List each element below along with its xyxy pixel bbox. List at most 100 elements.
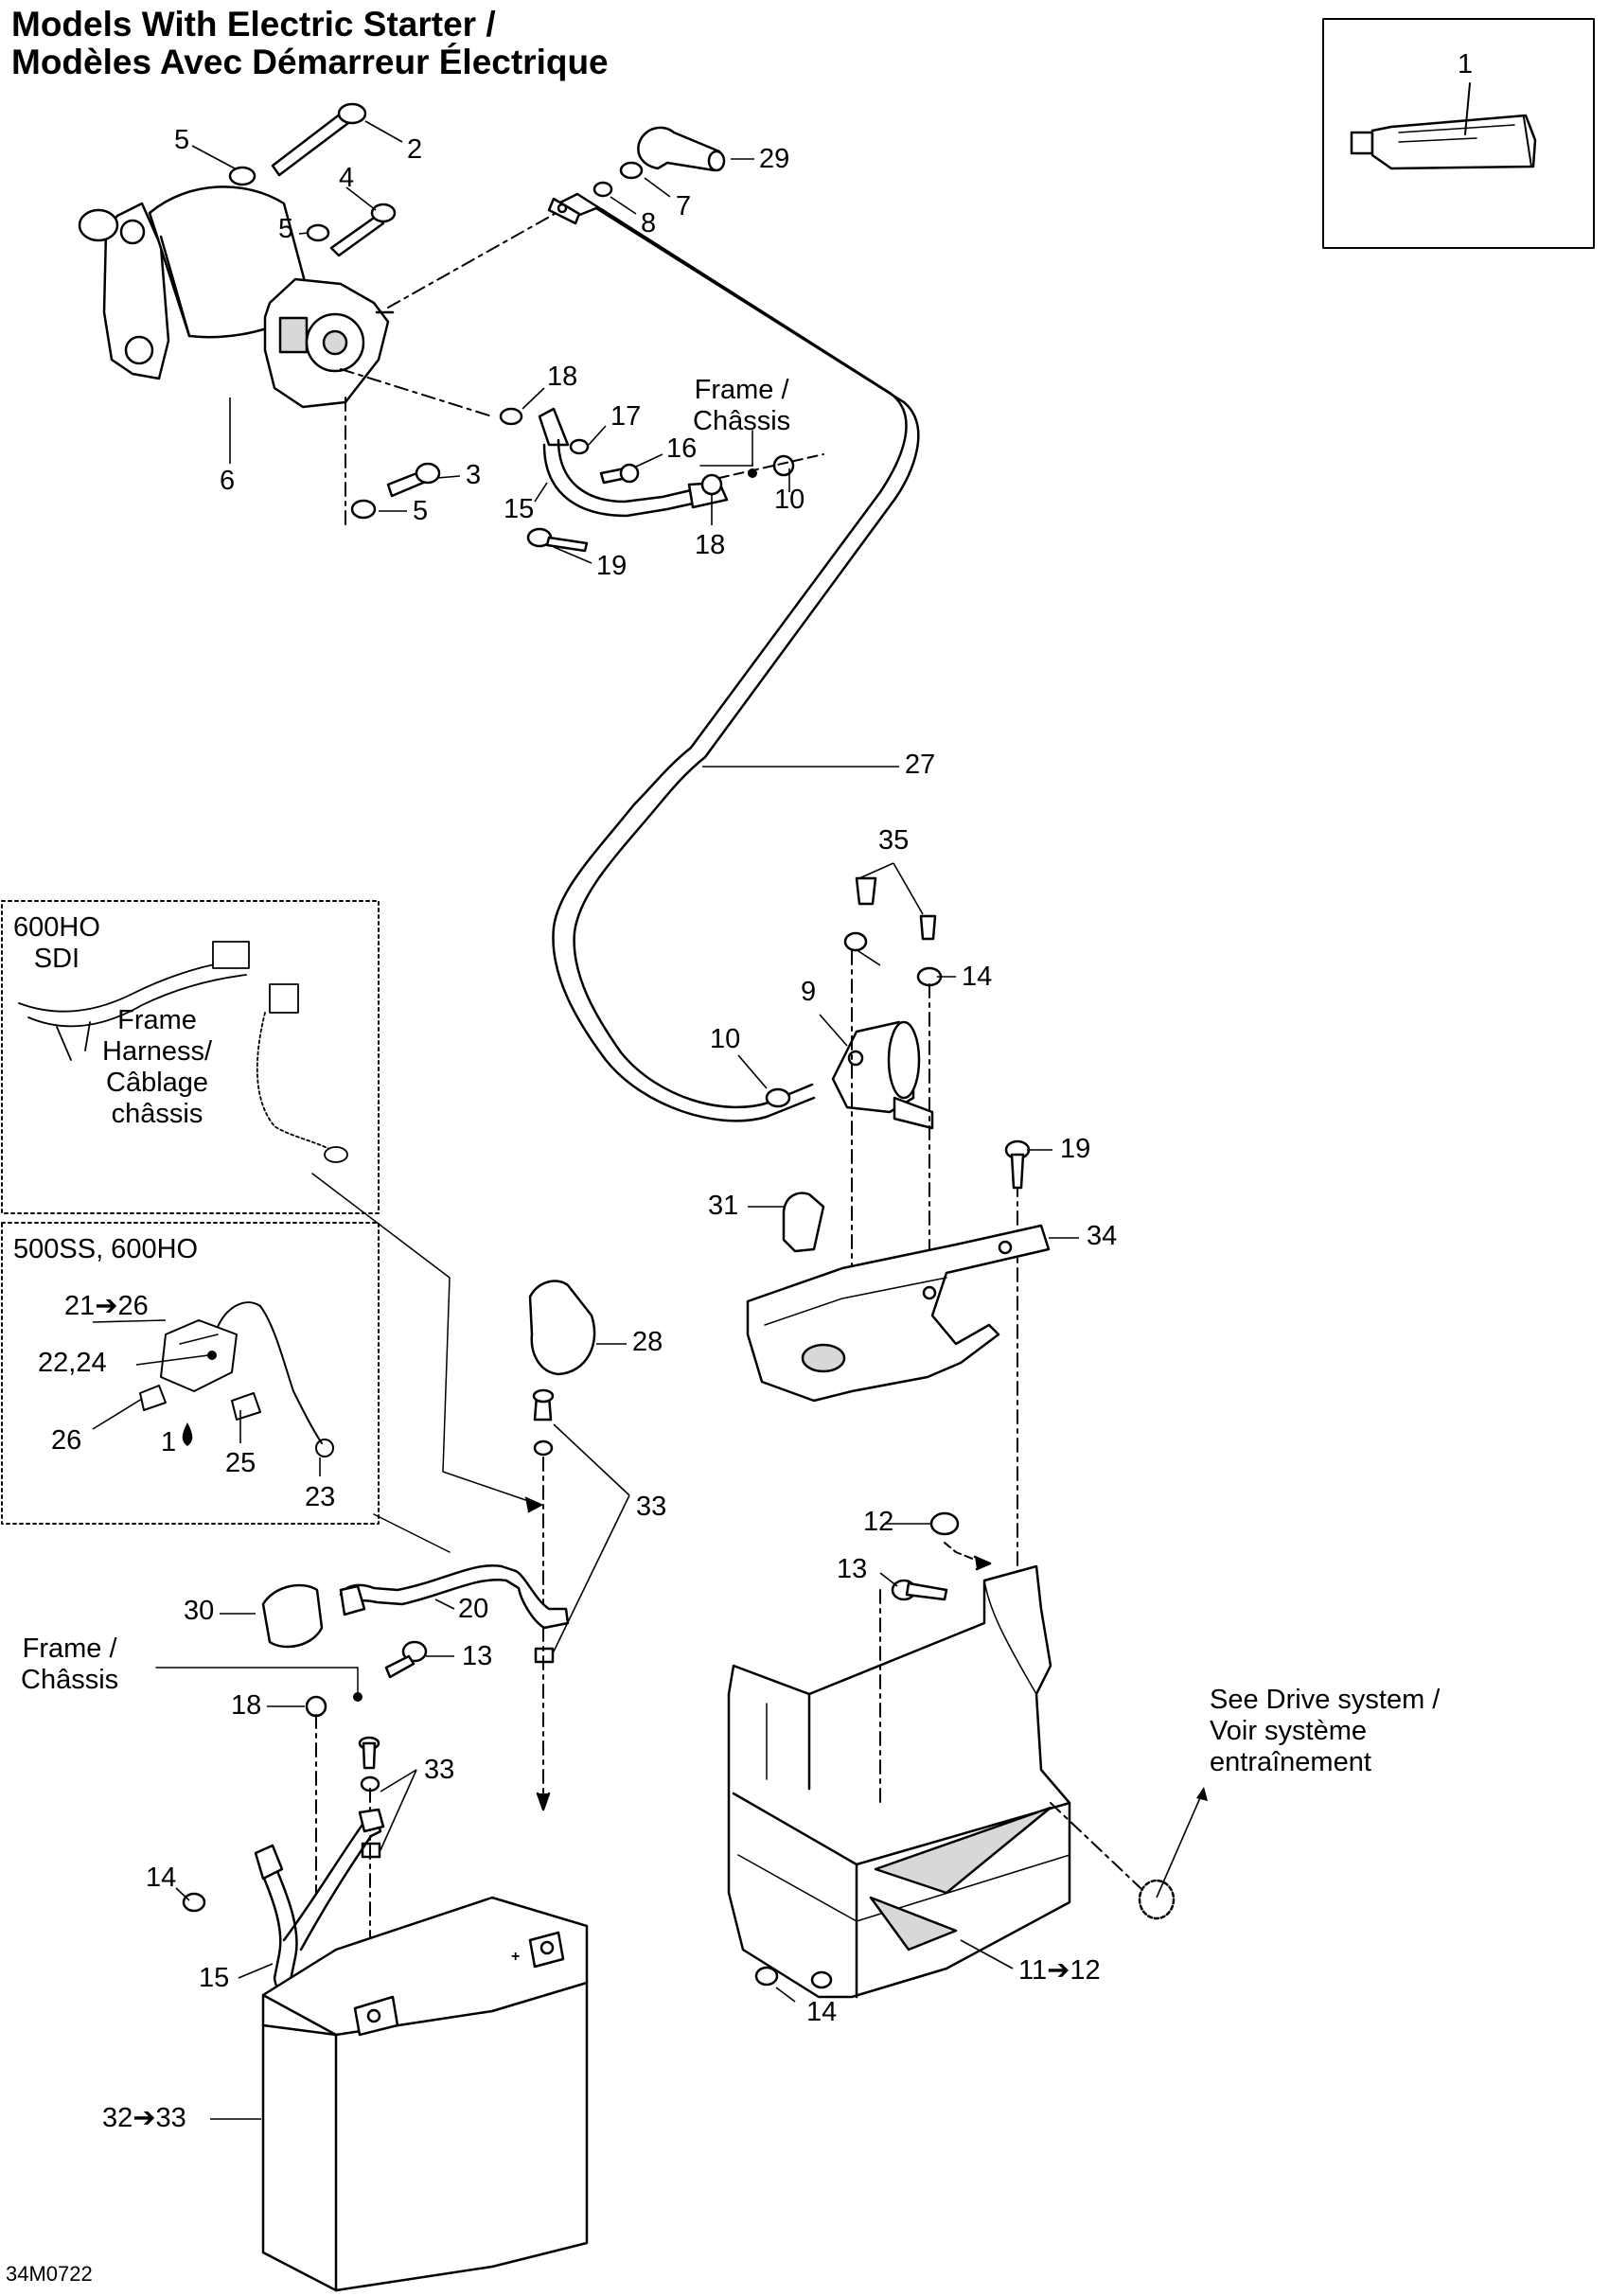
callout-part-10b: 10 — [710, 1024, 741, 1054]
callout-part-34: 34 — [1087, 1221, 1118, 1251]
callout-part-18b: 18 — [695, 530, 726, 560]
harness-note-line1: Frame — [117, 1005, 197, 1035]
nut-part-7 — [619, 161, 644, 180]
bolt-part-3 — [386, 462, 441, 498]
bolt-part-19a — [526, 527, 589, 553]
callout-part-12: 12 — [863, 1507, 894, 1537]
nut-part-10b — [765, 1087, 791, 1108]
bolt-part-19b — [1004, 1139, 1031, 1190]
tube-inset-frame — [1322, 18, 1595, 249]
inset-500ss-600ho-frame — [1, 1222, 380, 1525]
callout-part-16: 16 — [666, 433, 698, 464]
drive-system-note-line3: entraînement — [1210, 1747, 1371, 1777]
nut-part-10a — [772, 454, 795, 477]
callout-part-5a: 5 — [174, 125, 190, 155]
callout-part-10a: 10 — [774, 485, 805, 515]
negative-cable-part — [254, 1808, 385, 1997]
callout-part-35: 35 — [878, 825, 910, 856]
cap-part-35b — [919, 914, 937, 941]
callout-part-1: 1 — [1458, 49, 1474, 79]
drive-system-note: See Drive system / Voir système entraîne… — [1210, 1685, 1440, 1778]
solenoid-bracket-part — [746, 1224, 1051, 1403]
washer-part-5c — [350, 499, 377, 520]
frame-note-lower-line2: Châssis — [21, 1665, 119, 1695]
callout-part-25: 25 — [225, 1448, 256, 1478]
nut-part-14a — [843, 931, 868, 952]
callout-part-8: 8 — [641, 208, 657, 238]
callout-part-20: 20 — [458, 1594, 489, 1624]
bolt-part-33b — [358, 1736, 380, 1770]
boot-part-29 — [637, 126, 726, 172]
lubricant-drop-icon — [182, 1422, 193, 1446]
svg-text:+: + — [511, 1949, 520, 1965]
inset-model-label-line2: SDI — [33, 944, 80, 974]
terminal-boot-part-28 — [528, 1280, 596, 1376]
callout-part-14a: 14 — [962, 962, 993, 992]
callout-part-5b: 5 — [278, 214, 294, 244]
positive-cable-part — [339, 1563, 570, 1630]
callout-part-7: 7 — [676, 191, 692, 221]
drive-system-note-line2: Voir système — [1210, 1716, 1367, 1746]
callout-part-23: 23 — [305, 1482, 336, 1512]
callout-part-6: 6 — [220, 466, 236, 496]
callout-part-32: 32➔33 — [102, 2103, 186, 2133]
bolt-part-4 — [329, 203, 397, 257]
callout-part-15b: 15 — [199, 1963, 230, 1993]
callout-part-17: 17 — [610, 401, 642, 432]
callout-part-1b: 1 — [161, 1427, 177, 1457]
bolt-part-33a — [532, 1388, 555, 1422]
washer-part-8 — [592, 181, 613, 198]
frame-note-upper-line2: Châssis — [693, 406, 791, 436]
callout-part-30: 30 — [184, 1596, 215, 1626]
cap-part-35a — [855, 876, 877, 906]
drive-system-ref-part — [1138, 1879, 1176, 1920]
callout-part-19a: 19 — [596, 551, 628, 581]
lockwasher-part-18a — [499, 407, 523, 426]
callout-part-18c: 18 — [231, 1690, 262, 1721]
callout-part-15a: 15 — [504, 494, 535, 524]
diagram-reference-code: 34M0722 — [6, 2262, 93, 2286]
washer-part-17 — [569, 438, 590, 455]
callout-part-22: 22,24 — [38, 1348, 107, 1378]
bolt-part-16 — [599, 463, 640, 485]
harness-note: Frame Harness/ Câblage châssis — [102, 1005, 212, 1130]
inset-600ho-sdi-frame — [1, 900, 380, 1214]
harness-note-line3: Câblage — [106, 1068, 209, 1098]
bolt-part-13b — [891, 1579, 948, 1601]
diagram-title-english: Models With Electric Starter / — [11, 5, 496, 44]
callout-part-11: 11➔12 — [1018, 1955, 1101, 1986]
starter-motor-part — [78, 185, 395, 409]
inset-model-label-line1: 600HO — [13, 912, 100, 943]
callout-part-29: 29 — [759, 144, 790, 174]
washer-part-5a — [228, 166, 256, 186]
frame-note-lower-line1: Frame / — [22, 1634, 117, 1664]
callout-part-21: 21➔26 — [64, 1291, 149, 1321]
grease-tube-part — [1350, 114, 1537, 170]
callout-part-31: 31 — [708, 1191, 739, 1221]
callout-part-19b: 19 — [1060, 1134, 1091, 1164]
frame-harness-part — [18, 941, 348, 1163]
harness-note-line4: châssis — [111, 1099, 203, 1129]
drive-system-note-line1: See Drive system / — [1210, 1685, 1441, 1715]
callout-part-14b: 14 — [146, 1863, 177, 1893]
battery-cable-part — [547, 192, 920, 1122]
inset-model-label-600ho-sdi: 600HO SDI — [13, 912, 100, 975]
callout-part-33a: 33 — [636, 1492, 667, 1522]
battery-tray-part — [727, 1564, 1071, 1999]
nut-part-14d — [754, 1966, 779, 1987]
callout-part-2: 2 — [407, 134, 423, 165]
frame-note-upper: Frame / Châssis — [693, 375, 790, 437]
inset-model-label-500ss-600ho: 500SS, 600HO — [13, 1234, 199, 1264]
battery-part: + — [261, 1896, 589, 2292]
starwasher-part-18b — [700, 473, 723, 496]
callout-part-13b: 13 — [837, 1554, 868, 1584]
bolt-part-13a — [384, 1640, 428, 1679]
diagram-title-french: Modèles Avec Démarreur Électrique — [11, 43, 609, 81]
callout-part-33b: 33 — [424, 1755, 455, 1785]
callout-part-26: 26 — [51, 1425, 82, 1456]
fuse-holder-part — [139, 1301, 334, 1457]
washer-part-33a — [533, 1439, 554, 1457]
